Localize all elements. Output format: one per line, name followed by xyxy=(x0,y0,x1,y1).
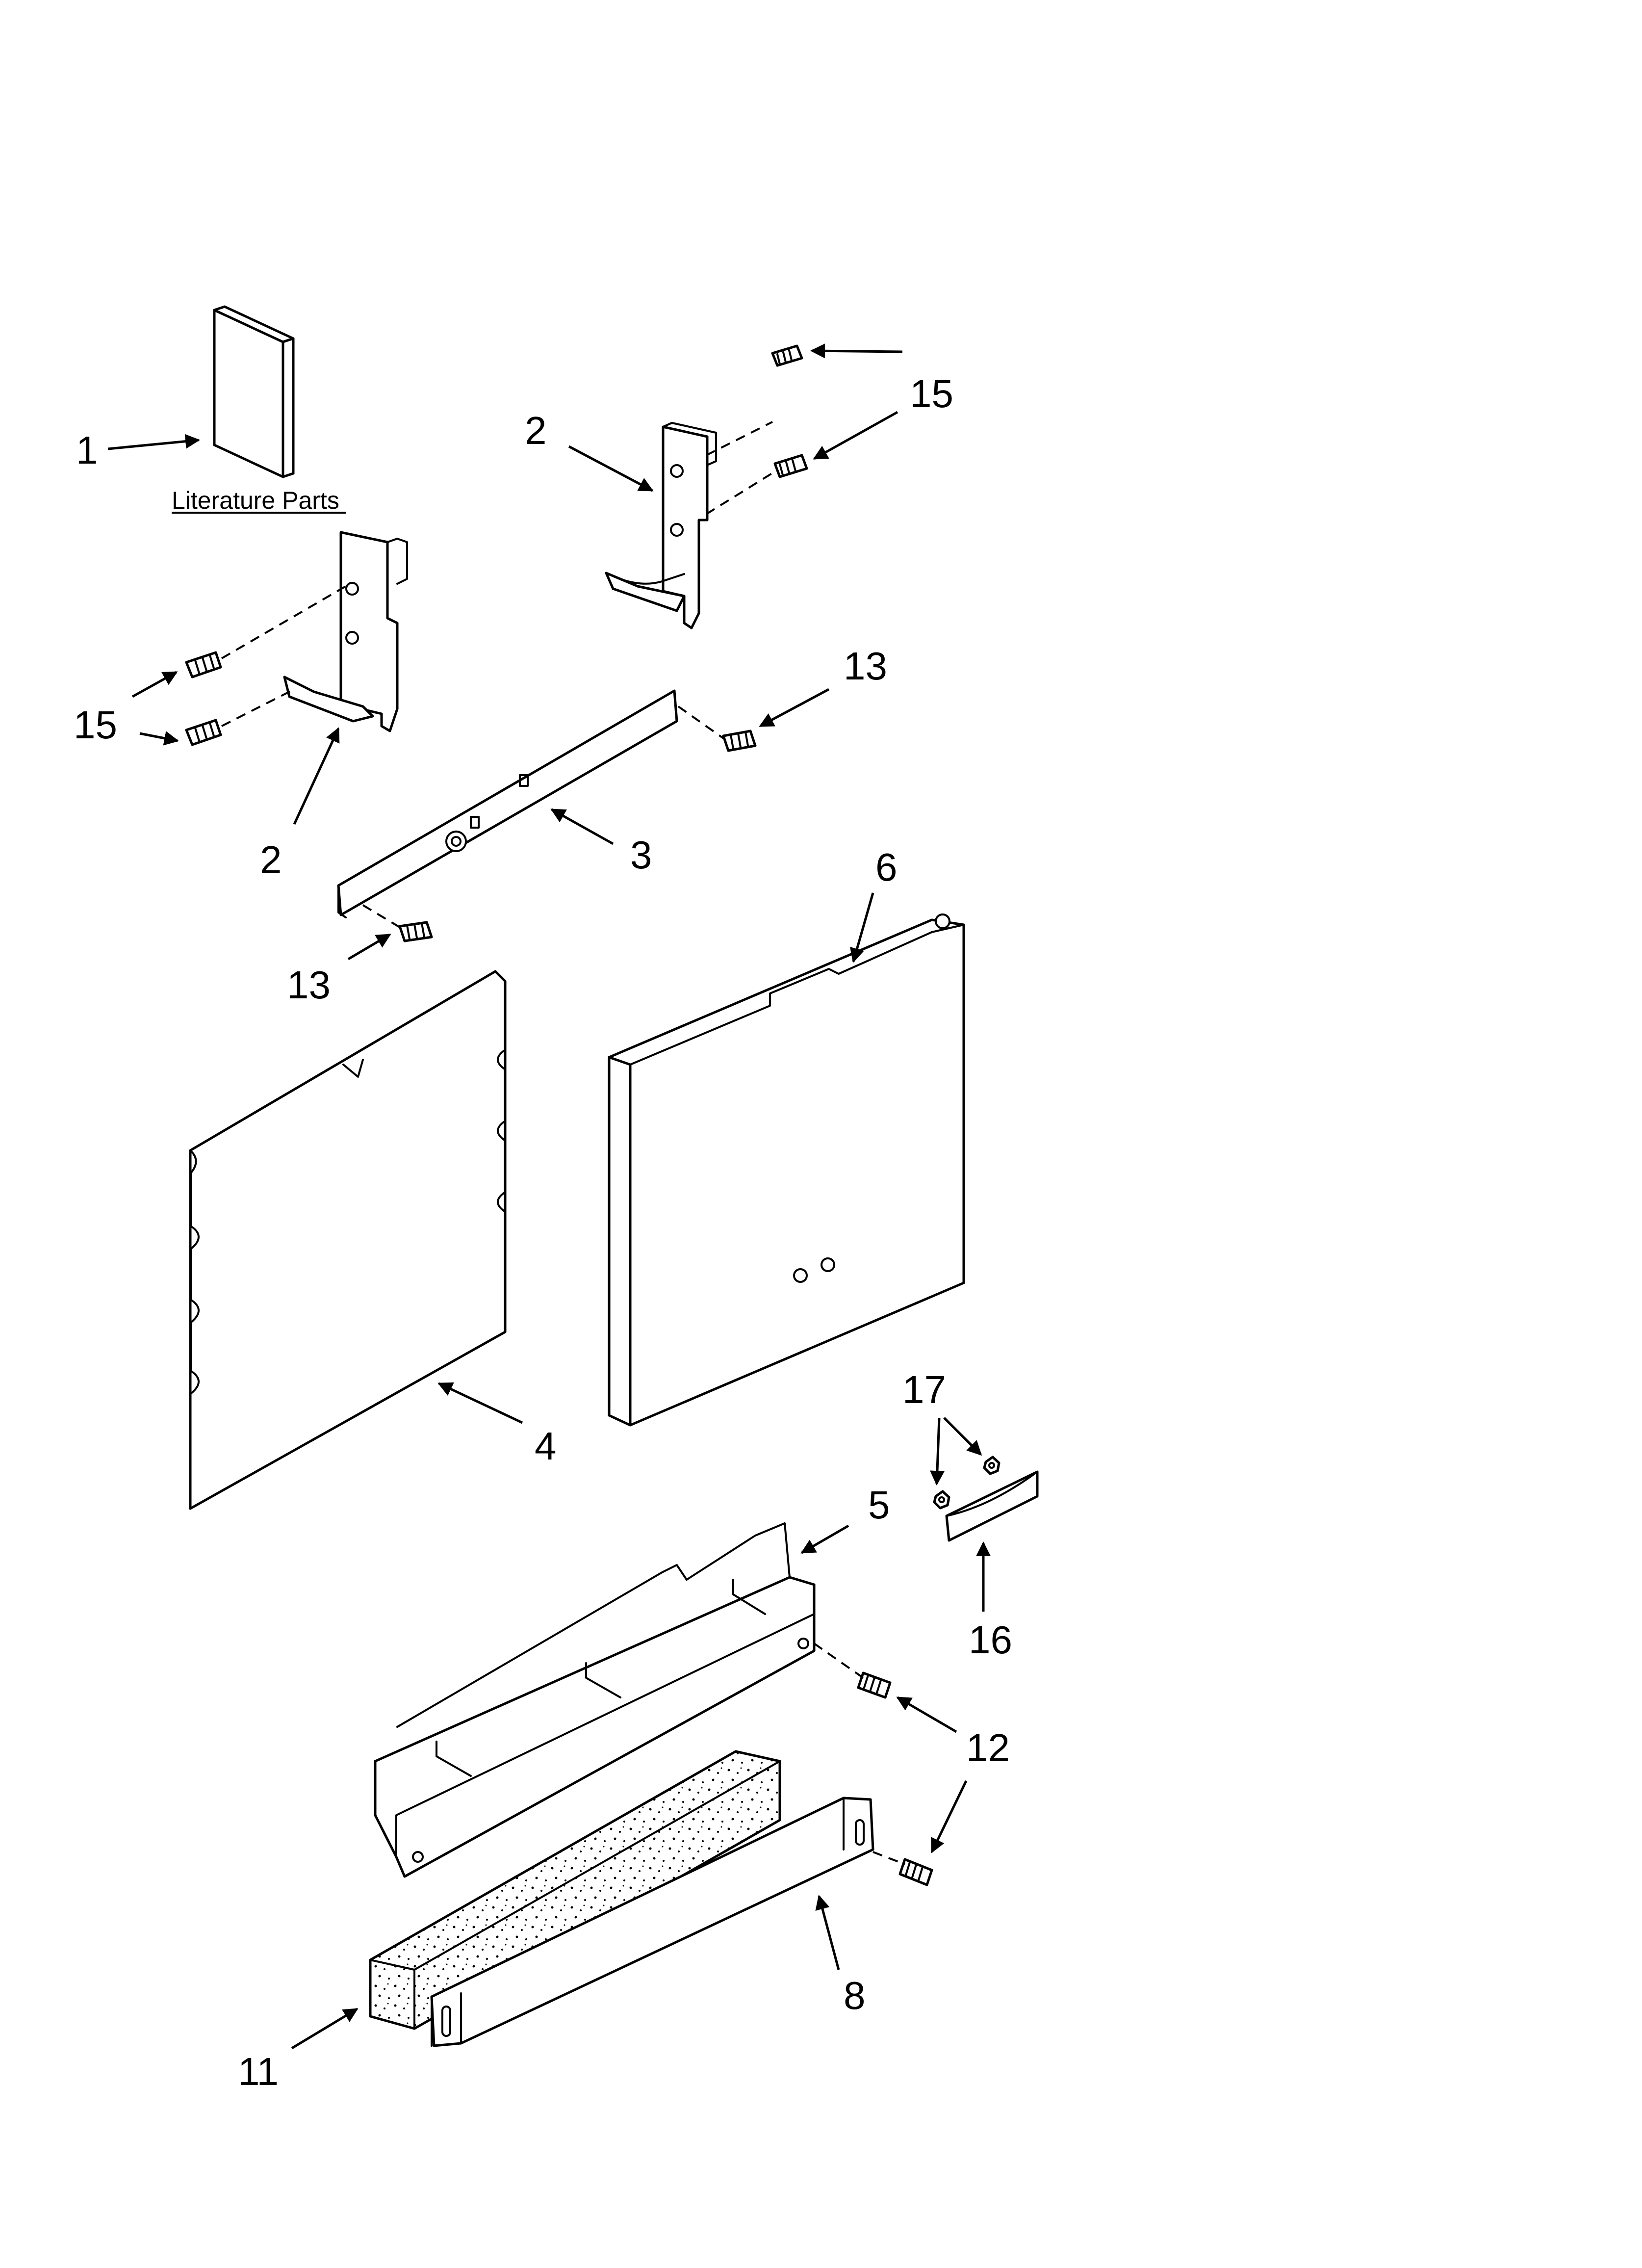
mounting-bracket-left-part xyxy=(283,531,408,732)
callout-5: 5 xyxy=(868,1483,890,1527)
callout-11: 11 xyxy=(238,2050,279,2093)
nut-17-a xyxy=(933,1490,950,1510)
callout-13-left: 13 xyxy=(287,963,331,1007)
callout-2-left: 2 xyxy=(260,838,282,882)
screw-15-top-a xyxy=(771,344,803,367)
leader-12-upper xyxy=(896,1696,957,1733)
callout-15-top: 15 xyxy=(910,372,953,416)
screw-12-upper xyxy=(857,1671,892,1699)
callout-16: 16 xyxy=(969,1618,1012,1662)
kick-plate-part xyxy=(430,1797,874,2047)
callout-2-top: 2 xyxy=(525,409,547,452)
leader-1 xyxy=(107,434,200,450)
callout-4: 4 xyxy=(535,1424,557,1468)
side-panel-part xyxy=(189,970,507,1510)
screw-15-top-b xyxy=(773,454,808,478)
leader-13-left xyxy=(347,933,391,961)
leader-2-left xyxy=(293,727,340,825)
callout-3: 3 xyxy=(630,833,652,877)
screw-15-left-b xyxy=(185,719,222,746)
leader-17-a xyxy=(930,1417,945,1486)
leader-3 xyxy=(550,808,614,845)
leader-17-b xyxy=(943,1417,982,1456)
callout-8: 8 xyxy=(844,1974,866,2017)
foam-insulation-part xyxy=(369,1750,781,2030)
literature-parts-label: Literature Parts xyxy=(172,487,339,514)
screw-13-right xyxy=(722,730,757,752)
callout-13-right: 13 xyxy=(844,644,887,688)
screw-13-left xyxy=(398,921,433,942)
leader-13-right xyxy=(759,688,830,728)
callout-6: 6 xyxy=(875,845,898,889)
leader-15-left-b xyxy=(139,731,179,746)
callout-15-left: 15 xyxy=(74,703,117,747)
leader-2-top xyxy=(568,445,654,492)
callout-17: 17 xyxy=(902,1368,946,1411)
leader-8 xyxy=(815,1895,840,1970)
door-panel-part xyxy=(608,913,965,1427)
leader-4 xyxy=(437,1382,523,1424)
leader-6 xyxy=(849,892,874,963)
trim-piece-part xyxy=(945,1470,1039,1542)
toe-plate-part xyxy=(374,1522,816,1878)
support-rail-part xyxy=(337,689,678,918)
leader-15-top-b xyxy=(813,411,898,460)
nut-17-b xyxy=(983,1456,1001,1475)
leader-11 xyxy=(291,2007,359,2050)
screw-12-lower xyxy=(898,1858,933,1886)
leader-12-lower xyxy=(930,1780,968,1853)
mounting-bracket-right-part xyxy=(605,422,717,629)
callout-12: 12 xyxy=(966,1726,1010,1770)
leader-15-left-a xyxy=(131,671,178,698)
leader-15-top-a xyxy=(810,343,903,359)
literature-book-part xyxy=(213,305,295,478)
screw-15-left-a xyxy=(185,651,222,678)
leader-5 xyxy=(800,1524,849,1554)
callout-1: 1 xyxy=(76,428,98,472)
